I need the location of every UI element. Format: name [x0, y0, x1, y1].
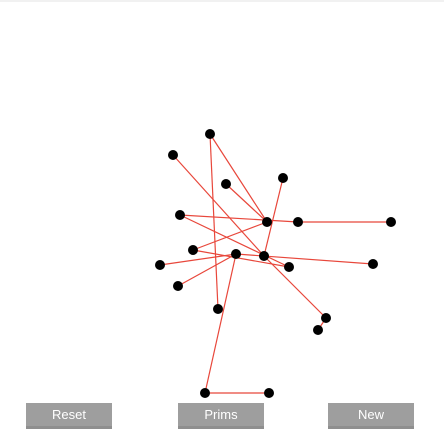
edges-layer [159, 133, 391, 394]
graph-edge [179, 214, 290, 268]
prims-button[interactable]: Prims [178, 403, 264, 429]
graph-node[interactable] [262, 217, 272, 227]
graph-edge [235, 253, 374, 265]
graph-edge [225, 183, 268, 223]
reset-button[interactable]: Reset [26, 403, 112, 429]
graph-edge [179, 214, 299, 223]
toolbar: Reset Prims New [0, 403, 444, 429]
graph-node[interactable] [155, 260, 165, 270]
graph-node[interactable] [386, 217, 396, 227]
graph-edge [177, 253, 237, 287]
graph-node[interactable] [205, 129, 215, 139]
graph-node[interactable] [188, 245, 198, 255]
graph-node[interactable] [168, 150, 178, 160]
graph-node[interactable] [231, 249, 241, 259]
graph-edge [209, 133, 268, 223]
graph-edge [209, 133, 219, 310]
graph-node[interactable] [278, 173, 288, 183]
graph-node[interactable] [259, 251, 269, 261]
graph-node[interactable] [313, 325, 323, 335]
top-divider [0, 0, 444, 2]
new-button[interactable]: New [328, 403, 414, 429]
graph-node[interactable] [213, 304, 223, 314]
graph-node[interactable] [175, 210, 185, 220]
graph-node[interactable] [284, 262, 294, 272]
graph-node[interactable] [321, 313, 331, 323]
graph-edge [263, 255, 327, 319]
graph-node[interactable] [293, 217, 303, 227]
graph-edge [204, 253, 237, 394]
graph-node[interactable] [173, 281, 183, 291]
graph-node[interactable] [200, 388, 210, 398]
graph-edge [159, 253, 237, 266]
graph-node[interactable] [264, 388, 274, 398]
graph-edge [192, 221, 268, 251]
graph-edge [263, 177, 284, 257]
graph-node[interactable] [368, 259, 378, 269]
graph-node[interactable] [221, 179, 231, 189]
graph-edge [172, 154, 265, 257]
nodes-layer [155, 129, 396, 398]
